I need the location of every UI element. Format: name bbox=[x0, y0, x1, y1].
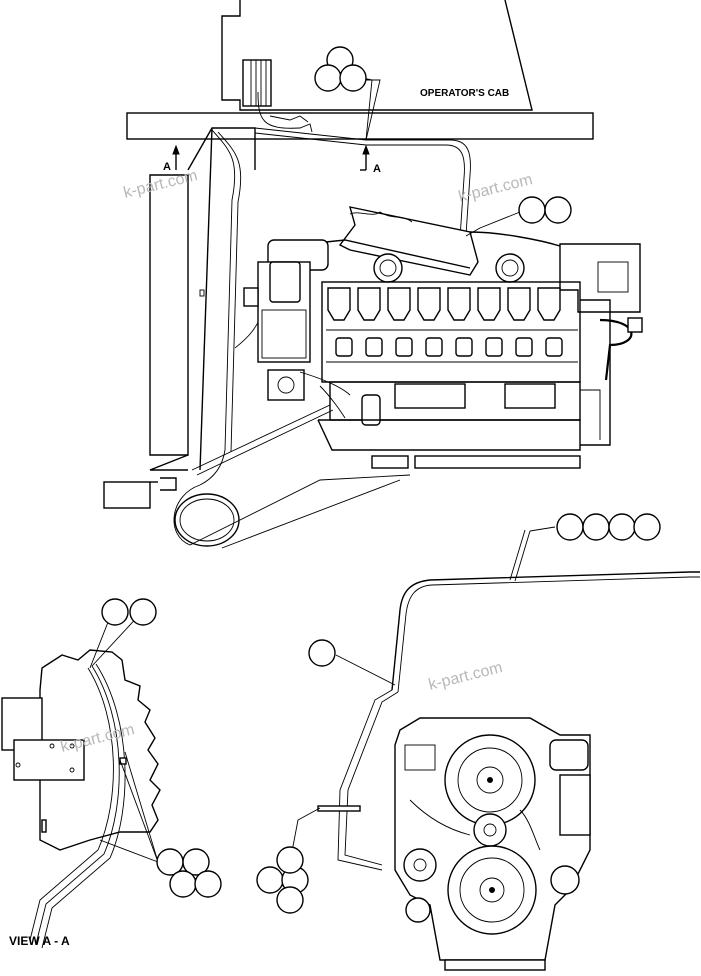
operators-cab-label: OPERATOR'S CAB bbox=[420, 88, 509, 99]
watermark: k-part.com bbox=[427, 659, 504, 694]
engine-front-view bbox=[317, 529, 700, 971]
callout-bubble bbox=[276, 886, 304, 914]
callout-bubble bbox=[544, 196, 572, 224]
view-a-a-detail: VIEW A - A bbox=[1, 649, 161, 949]
section-marker-right: A bbox=[360, 144, 381, 175]
callout-bubble bbox=[633, 513, 661, 541]
callout-bubble bbox=[582, 513, 610, 541]
main-harness bbox=[173, 77, 471, 549]
svg-text:A: A bbox=[163, 161, 171, 173]
callout-group-front-view-bottom bbox=[256, 846, 309, 914]
callout-bubble bbox=[556, 513, 584, 541]
callout-bubble bbox=[276, 846, 304, 874]
callout-bubble bbox=[308, 639, 336, 667]
callout-bubble bbox=[101, 598, 129, 626]
callout-group-view-aa-bottom bbox=[156, 848, 222, 898]
callout-group-front-view-left bbox=[308, 639, 336, 667]
callout-bubble bbox=[256, 866, 284, 894]
callout-bubble bbox=[169, 870, 197, 898]
injector-row bbox=[335, 337, 563, 357]
svg-text:A: A bbox=[373, 163, 381, 175]
callout-bubble bbox=[608, 513, 636, 541]
callout-bubble bbox=[182, 848, 210, 876]
callout-bubble bbox=[194, 870, 222, 898]
callout-group-front-view-top bbox=[556, 513, 661, 541]
callout-bubble bbox=[339, 64, 367, 92]
cylinder-heads bbox=[327, 287, 561, 321]
callout-group-cab-top bbox=[314, 46, 367, 92]
callout-group-engine-top-right bbox=[518, 196, 572, 224]
section-marker-left: A bbox=[163, 144, 180, 173]
callout-bubble bbox=[518, 196, 546, 224]
callout-bubble bbox=[129, 598, 157, 626]
left-support-frame bbox=[103, 127, 256, 509]
callout-bubble bbox=[314, 64, 342, 92]
watermark: k-part.com bbox=[59, 721, 136, 756]
callout-group-view-aa-top bbox=[101, 598, 157, 626]
view-a-a-title: VIEW A - A bbox=[9, 934, 70, 948]
cab-floor-plate bbox=[126, 112, 594, 140]
engine-side-view bbox=[243, 206, 643, 469]
